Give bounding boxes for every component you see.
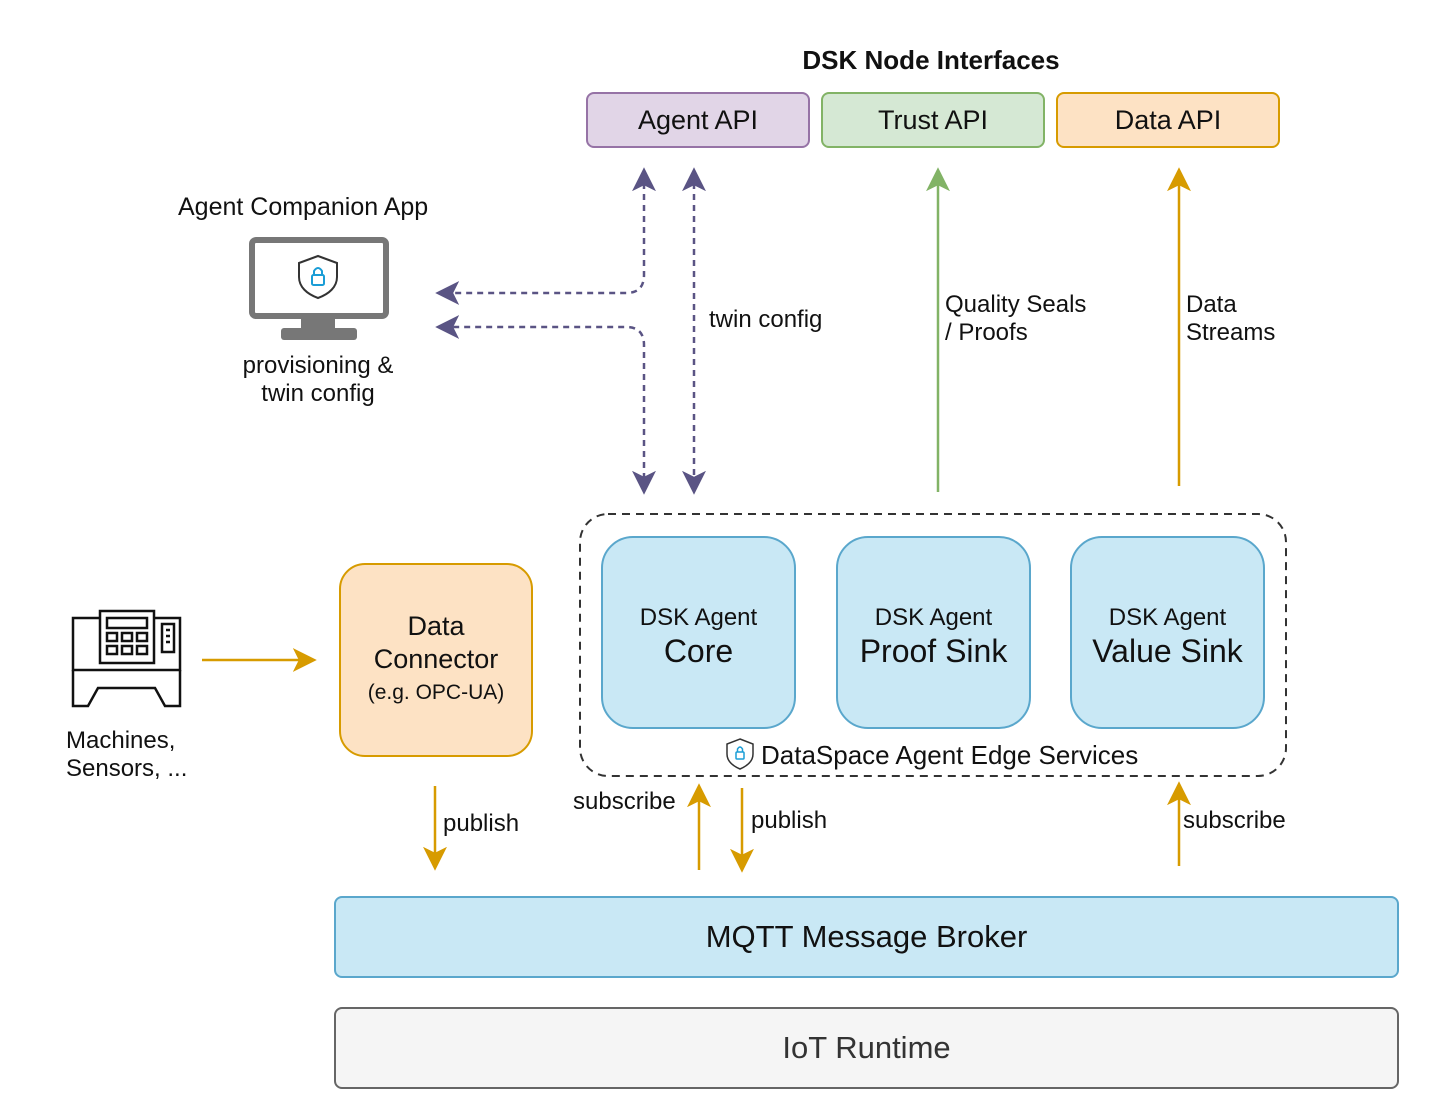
machines-label-line2: Sensors, ... (66, 755, 188, 782)
machines-label-line1: Machines, (66, 727, 176, 754)
agent-api-box: Agent API (586, 92, 810, 148)
trust-api-box: Trust API (821, 92, 1045, 148)
quality-seals-label-line1: Quality Seals (945, 291, 1087, 318)
data-connector-box: Data Connector (e.g. OPC-UA) (339, 563, 533, 757)
companion-app-caption-line1: provisioning & (242, 352, 394, 379)
quality-seals-label-line2: / Proofs (945, 319, 1028, 346)
edge-services-group (579, 513, 1287, 777)
data-connector-line2: Connector (373, 644, 499, 674)
data-connector-line3: (e.g. OPC-UA) (367, 681, 505, 704)
dsk-agent-core-box: DSK Agent Core (601, 536, 796, 729)
iot-runtime-box: IoT Runtime (334, 1007, 1399, 1089)
shield-lock-icon (726, 738, 754, 770)
data-connector-line1: Data (407, 611, 465, 641)
data-streams-label-line2: Streams (1186, 319, 1276, 346)
agent-api-link-upper (435, 167, 656, 305)
core-subscribe-label: subscribe (573, 788, 676, 815)
dsk-agent-proof-sink-box: DSK Agent Proof Sink (836, 536, 1031, 729)
dsk-agent-proof-sink-main: Proof Sink (859, 633, 1008, 669)
core-publish-label: publish (751, 807, 828, 834)
trust-api-label: Trust API (877, 104, 989, 135)
dsk-agent-proof-sink-sub: DSK Agent (874, 604, 993, 631)
connector-publish-label: publish (443, 810, 520, 837)
twin-config-label: twin config (709, 306, 823, 333)
companion-app-title: Agent Companion App (178, 193, 429, 221)
dsk-agent-core-main: Core (663, 633, 734, 669)
value-sink-subscribe-label: subscribe (1183, 807, 1286, 834)
core-link-lower (435, 315, 656, 495)
dsk-agent-value-sink-sub: DSK Agent (1108, 604, 1227, 631)
page-title: DSK Node Interfaces (802, 45, 1060, 75)
edge-services-label: DataSpace Agent Edge Services (761, 740, 1139, 770)
monitor-shield-icon (249, 237, 389, 340)
mqtt-broker-box: MQTT Message Broker (334, 896, 1399, 978)
agent-api-label: Agent API (637, 104, 759, 135)
data-api-box: Data API (1056, 92, 1280, 148)
dsk-agent-value-sink-box: DSK Agent Value Sink (1070, 536, 1265, 729)
data-api-label: Data API (1114, 104, 1222, 135)
companion-app-caption-line2: twin config (261, 380, 375, 407)
dsk-agent-value-sink-main: Value Sink (1092, 633, 1243, 669)
mqtt-broker-label: MQTT Message Broker (705, 919, 1028, 954)
iot-runtime-label: IoT Runtime (782, 1030, 951, 1065)
data-streams-label-line1: Data (1186, 291, 1237, 318)
machine-icon (71, 609, 182, 708)
dsk-agent-core-sub: DSK Agent (639, 604, 758, 631)
